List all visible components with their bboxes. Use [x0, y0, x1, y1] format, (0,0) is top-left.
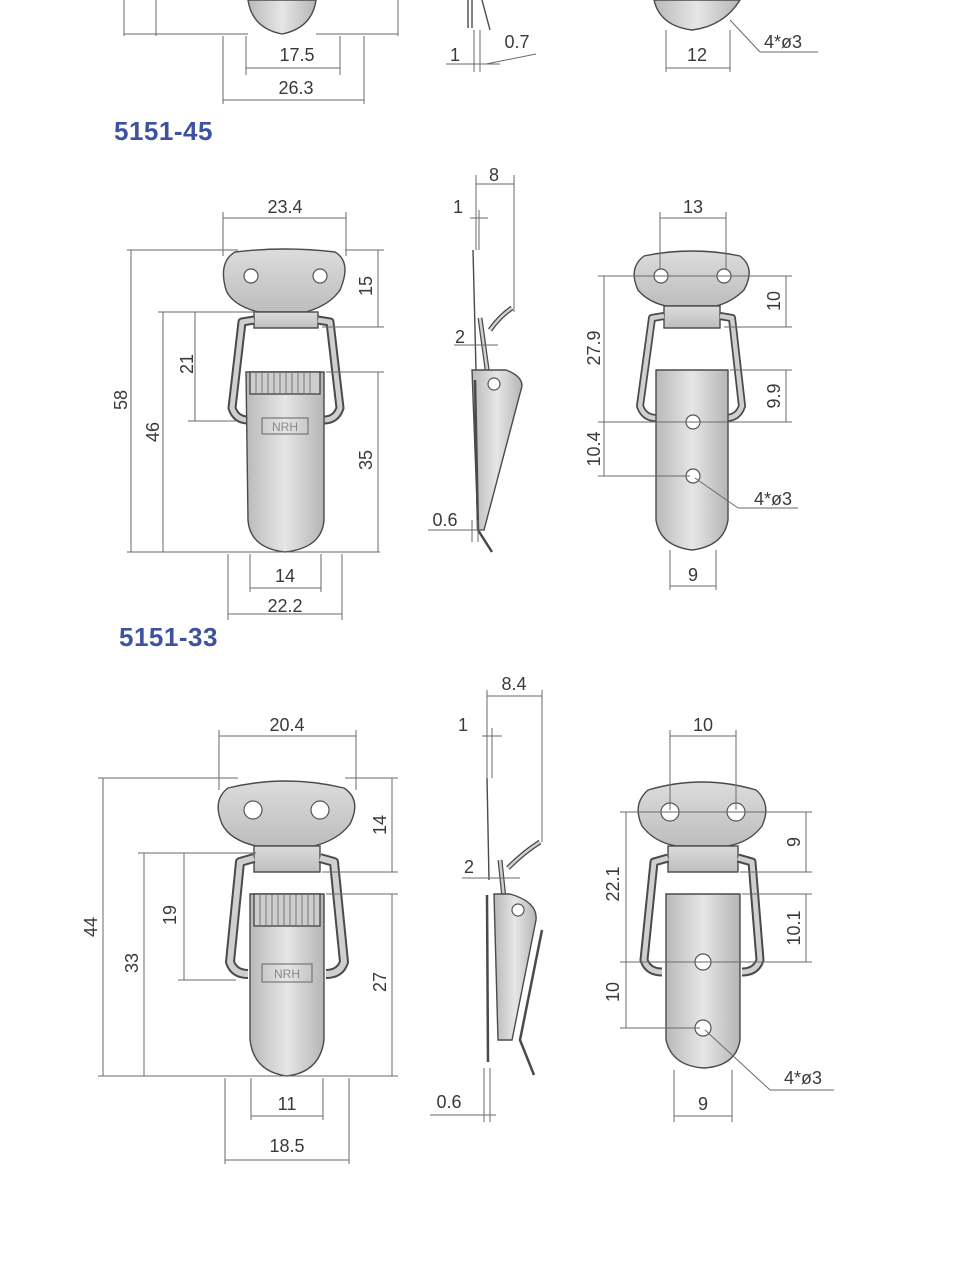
- dim-0-7: 0.7: [504, 32, 529, 52]
- hinge-block: [253, 311, 319, 329]
- top-partial-side: 1 0.7: [446, 0, 537, 72]
- holes-label: 4*ø3: [754, 489, 792, 509]
- dim-depth: 8: [489, 165, 499, 185]
- dim-1: 1: [450, 45, 460, 65]
- dim-width-bottom: 11: [278, 1094, 297, 1114]
- dim-depth: 8.4: [501, 674, 526, 694]
- dim-body-height: 35: [356, 450, 376, 470]
- dim-hole-span: 13: [683, 197, 703, 217]
- dim-width-total: 22.2: [267, 596, 302, 616]
- svg-text:NRH: NRH: [274, 967, 300, 981]
- dim-width-total: 18.5: [269, 1136, 304, 1156]
- mount-hole: [312, 268, 328, 284]
- dim-body-height: 27: [370, 972, 390, 992]
- dim-c: 10.4: [584, 431, 604, 466]
- dim-12: 12: [687, 45, 707, 65]
- dim-thickness: 0.6: [432, 510, 457, 530]
- nrh-logo-emboss: [261, 417, 309, 435]
- dim-26-3: 26.3: [278, 78, 313, 98]
- model-5151-33-front-view: NRH 20.4 14 44 33 19 27 11 18.5: [81, 715, 398, 1164]
- dim-total-height: 44: [81, 917, 101, 937]
- dim-plate-height: 15: [356, 276, 376, 296]
- dim-hook-height: 21: [177, 354, 197, 374]
- hinge-block: [253, 845, 321, 873]
- latch-body: [245, 371, 325, 553]
- back-plate: [633, 250, 750, 307]
- dim-total-height: 58: [111, 390, 131, 410]
- svg-text:NRH: NRH: [272, 420, 298, 434]
- dim-top-gap: 9: [784, 837, 804, 847]
- dim-hook-height: 19: [160, 905, 180, 925]
- side-latch-body: [471, 369, 523, 531]
- model-title-5151-45: 5151-45: [114, 116, 213, 146]
- dim-b: 10.1: [784, 910, 804, 945]
- holes-label: 4*ø3: [764, 32, 802, 52]
- dim-t1: 1: [458, 715, 468, 735]
- back-latch-body: [665, 893, 741, 1069]
- dim-thickness: 0.6: [436, 1092, 461, 1112]
- model-5151-45-side-view: 8 1 2 0.6: [428, 165, 523, 553]
- nrh-logo-emboss: [261, 963, 313, 983]
- model-5151-45-back-view: 13 10 27.9 9.9 10.4 4*ø3 9: [584, 197, 798, 590]
- dim-t2: 2: [464, 857, 474, 877]
- dim-hole-span-bottom: 9: [688, 565, 698, 585]
- top-partial-back: 12 4*ø3: [653, 0, 818, 72]
- dim-c: 10: [603, 982, 623, 1002]
- dim-width-bottom: 14: [275, 566, 295, 586]
- top-partial-front: 17.5 26.3: [123, 0, 399, 104]
- model-5151-33-back-view: 10 9 22.1 10.1 10 4*ø3 9: [603, 715, 834, 1122]
- dim-t1: 1: [453, 197, 463, 217]
- dim-t2: 2: [455, 327, 465, 347]
- dim-a: 22.1: [603, 866, 623, 901]
- model-5151-33-side-view: 8.4 1 2 0.6: [430, 674, 544, 1122]
- partial-back-body: [653, 0, 741, 31]
- dim-17-5: 17.5: [279, 45, 314, 65]
- dim-latch-height: 46: [143, 422, 163, 442]
- back-latch-body: [655, 369, 729, 551]
- dim-top-gap: 10: [764, 291, 784, 311]
- dim-hole-span-bottom: 9: [698, 1094, 708, 1114]
- dim-width-top: 23.4: [267, 197, 302, 217]
- dim-width-top: 20.4: [269, 715, 304, 735]
- model-5151-45-front-view: NRH 23.4 15 58 46 21 35 14 22.2: [111, 197, 384, 620]
- back-plate: [637, 781, 767, 847]
- dim-plate-height: 14: [370, 815, 390, 835]
- spring-coil: [253, 893, 321, 927]
- dim-hole-span: 10: [693, 715, 713, 735]
- mount-plate: [217, 780, 356, 847]
- dim-b: 9.9: [764, 383, 784, 408]
- mount-plate: [222, 248, 346, 313]
- mount-hole: [243, 268, 259, 284]
- partial-latch-body: [247, 0, 317, 35]
- dim-latch-height: 33: [122, 953, 142, 973]
- holes-label: 4*ø3: [784, 1068, 822, 1088]
- model-title-5151-33: 5151-33: [119, 622, 218, 652]
- side-latch-body: [493, 893, 537, 1041]
- dim-a: 27.9: [584, 330, 604, 365]
